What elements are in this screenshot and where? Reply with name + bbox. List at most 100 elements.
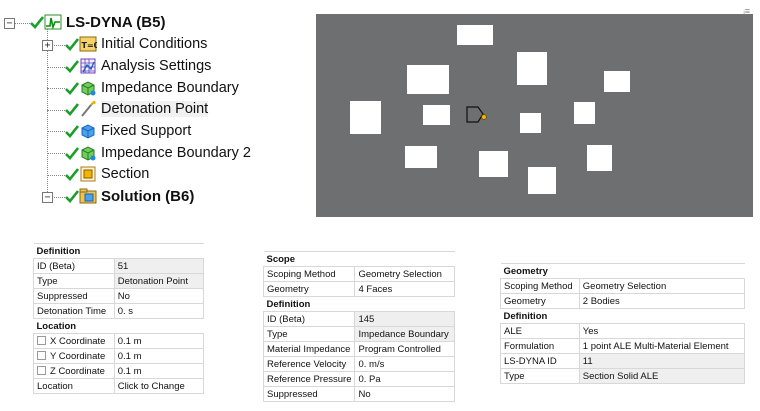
ls-dyna-analysis-icon	[44, 14, 62, 30]
collapse-solution-button[interactable]: −	[42, 192, 53, 203]
property-value[interactable]: 0. s	[113, 303, 205, 319]
geometry-face[interactable]	[528, 167, 556, 194]
property-key: Detonation Time	[33, 303, 115, 319]
property-value[interactable]: 4 Faces	[354, 281, 455, 297]
checkmark-icon	[65, 125, 79, 138]
tree-connector	[47, 131, 65, 132]
property-value[interactable]: 0. Pa	[354, 371, 455, 387]
geometry-face[interactable]	[407, 65, 449, 94]
tree-item-label: Impedance Boundary	[101, 80, 239, 96]
property-row[interactable]: Y Coordinate 0.1 m	[33, 348, 205, 364]
property-row[interactable]: ID (Beta)51	[33, 258, 205, 274]
tree-item-solution[interactable]: Solution (B6)	[65, 186, 194, 206]
tree-connector	[47, 88, 65, 89]
collapse-root-button[interactable]: −	[4, 18, 15, 29]
property-value[interactable]: Geometry Selection	[354, 266, 455, 282]
geometry-face[interactable]	[423, 105, 450, 125]
tree-item-fixed-support[interactable]: Fixed Support	[65, 121, 191, 141]
property-value: Impedance Boundary	[354, 326, 455, 342]
parameter-checkbox[interactable]	[37, 335, 46, 345]
graphics-viewport[interactable]: ᵢ≡	[316, 6, 753, 217]
property-value[interactable]: 1 point ALE Multi-Material Element	[578, 338, 746, 354]
checkmark-icon	[65, 60, 79, 73]
geometry-face[interactable]	[520, 113, 541, 133]
property-key: ALE	[500, 323, 580, 339]
property-key: Y Coordinate	[50, 350, 106, 362]
tree-item-ls-dyna[interactable]: LS-DYNA (B5)	[30, 12, 165, 32]
property-key: LS-DYNA ID	[500, 353, 580, 369]
checkmark-icon	[65, 168, 79, 181]
property-value[interactable]: Yes	[578, 323, 746, 339]
property-row[interactable]: X Coordinate 0.1 m	[33, 333, 205, 349]
initial-conditions-icon: T=0	[79, 36, 97, 52]
viewport-corner-glyph: ᵢ≡	[743, 6, 750, 16]
fixed-support-icon	[81, 124, 95, 139]
tree-item-impedance-boundary-2[interactable]: Impedance Boundary 2	[65, 143, 251, 163]
geometry-face[interactable]	[604, 71, 630, 92]
property-value[interactable]: No	[354, 386, 455, 402]
geometry-face[interactable]	[405, 146, 437, 168]
property-key: Type	[262, 326, 356, 342]
property-key: Suppressed	[33, 288, 115, 304]
tree-item-analysis-settings[interactable]: Analysis Settings	[65, 56, 211, 76]
geometry-face[interactable]	[587, 145, 612, 171]
tree-item-initial-conditions[interactable]: T=0 Initial Conditions	[65, 34, 207, 54]
property-key: ID (Beta)	[33, 258, 115, 274]
property-value[interactable]: 0.1 m	[113, 363, 205, 379]
solution-icon	[79, 188, 97, 204]
property-value[interactable]: 0.1 m	[113, 333, 205, 349]
parameter-checkbox[interactable]	[37, 365, 46, 375]
checkmark-icon	[65, 103, 79, 116]
property-value[interactable]: Geometry Selection	[578, 278, 746, 294]
detonation-point-marker-icon[interactable]	[466, 106, 490, 126]
section-header: Scope	[263, 251, 455, 267]
property-value[interactable]: No	[113, 288, 205, 304]
tree-item-label: Initial Conditions	[101, 36, 208, 52]
geometry-face[interactable]	[350, 101, 381, 134]
tree-item-detonation-point[interactable]: Detonation Point	[65, 99, 209, 119]
property-row[interactable]: ID (Beta)145	[262, 311, 455, 327]
section-header: Geometry	[500, 263, 745, 279]
property-key: X Coordinate	[50, 335, 106, 347]
property-value[interactable]: 2 Bodies	[578, 293, 746, 309]
tree-connector	[47, 197, 65, 198]
section-header: Definition	[263, 296, 455, 312]
geometry-face[interactable]	[479, 151, 508, 177]
property-value[interactable]: Program Controlled	[354, 341, 455, 357]
checkmark-icon	[65, 147, 79, 160]
location-click-to-change[interactable]: Click to Change	[113, 378, 205, 394]
property-key: Reference Pressure	[262, 371, 356, 387]
tree-connector	[47, 110, 65, 111]
property-value: Section Solid ALE	[578, 368, 746, 384]
geometry-face[interactable]	[517, 52, 547, 85]
property-value[interactable]: 0.1 m	[113, 348, 205, 364]
tree-item-impedance-boundary[interactable]: Impedance Boundary	[65, 78, 239, 98]
expand-initial-conditions-button[interactable]: +	[42, 40, 53, 51]
tree-item-label: Solution (B6)	[101, 187, 195, 205]
property-value[interactable]: 0. m/s	[354, 356, 455, 372]
property-key: Suppressed	[262, 386, 356, 402]
parameter-checkbox[interactable]	[37, 350, 46, 360]
geometry-face[interactable]	[574, 102, 595, 124]
geometry-face[interactable]	[457, 25, 493, 45]
tree-item-section[interactable]: Section	[65, 164, 149, 184]
